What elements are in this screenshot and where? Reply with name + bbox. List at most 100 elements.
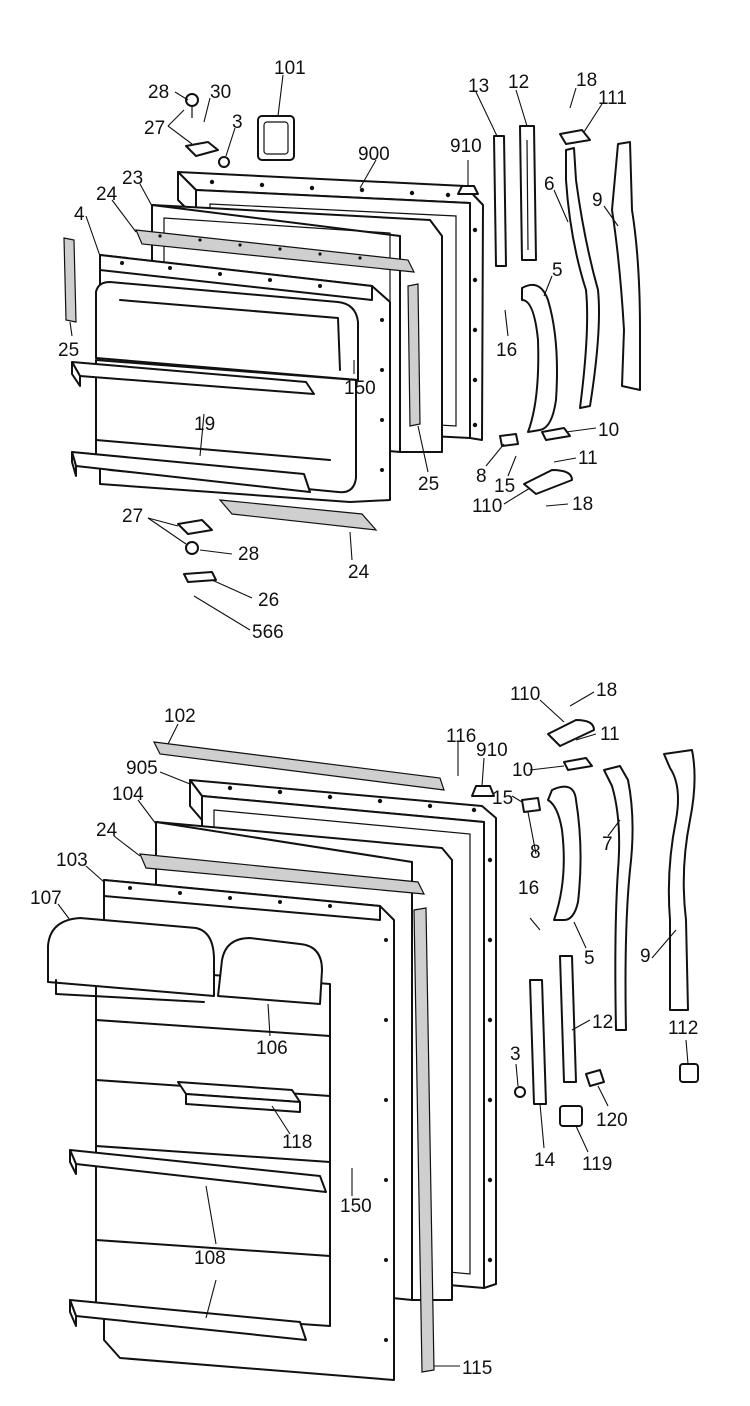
label-9: 9 xyxy=(640,946,651,967)
label-12: 12 xyxy=(592,1012,613,1033)
part-112-clip xyxy=(679,1063,699,1083)
label-5: 5 xyxy=(552,260,563,281)
label-900: 900 xyxy=(358,144,390,165)
part-7-handle-bar xyxy=(603,765,634,1031)
part-6-handle-bar xyxy=(565,147,600,409)
label-11: 11 xyxy=(600,724,620,745)
part-24-breaker-strip xyxy=(139,853,426,895)
label-27b: 27 xyxy=(122,506,143,527)
part-910-plug xyxy=(471,785,495,797)
label-115: 115 xyxy=(462,1358,492,1379)
part-118-egg-tray xyxy=(177,1081,301,1113)
bottom-door-assembly: 102 110 18 116 910 11 905 10 15 104 7 24… xyxy=(30,680,699,1381)
part-5-handle xyxy=(547,785,582,921)
label-150: 150 xyxy=(344,378,376,399)
label-110: 110 xyxy=(510,684,540,705)
part-110-end-cap-lower xyxy=(523,469,573,495)
part-910-plug-top xyxy=(457,185,479,195)
label-14: 14 xyxy=(534,1150,556,1171)
top-leader-lines xyxy=(69,74,619,631)
label-23: 23 xyxy=(122,168,143,189)
label-24: 24 xyxy=(96,820,118,841)
part-115-vertical-strip xyxy=(413,907,435,1373)
part-3-plug xyxy=(514,1086,526,1098)
label-110: 110 xyxy=(472,496,502,517)
part-110-end-cap xyxy=(547,719,595,747)
label-7: 7 xyxy=(602,834,613,855)
label-13: 13 xyxy=(468,76,489,97)
label-8: 8 xyxy=(476,466,487,487)
part-9-handle-trim xyxy=(611,141,641,391)
part-25-breaker-strip-side xyxy=(407,283,421,427)
label-108: 108 xyxy=(194,1248,226,1269)
label-19: 19 xyxy=(194,414,215,435)
label-106: 106 xyxy=(256,1038,288,1059)
label-120: 120 xyxy=(596,1110,628,1131)
label-16: 16 xyxy=(496,340,517,361)
label-118: 118 xyxy=(282,1132,312,1153)
part-8-mount xyxy=(499,433,519,447)
part-14-trim-strip xyxy=(529,979,547,1105)
label-119: 119 xyxy=(582,1154,612,1175)
label-18: 18 xyxy=(596,680,617,701)
part-10-end-cap xyxy=(563,757,593,771)
part-101-hinge-cover xyxy=(257,115,295,161)
label-24: 24 xyxy=(96,184,118,205)
label-3: 3 xyxy=(232,112,243,133)
label-3: 3 xyxy=(510,1044,521,1065)
part-103-inner-liner xyxy=(95,879,395,1381)
label-4: 4 xyxy=(74,204,85,225)
part-102-top-strip xyxy=(152,741,445,791)
part-12-hinge-strip xyxy=(559,955,577,1083)
label-28b: 28 xyxy=(238,544,259,565)
label-905: 905 xyxy=(126,758,158,779)
label-16: 16 xyxy=(518,878,539,899)
label-8: 8 xyxy=(530,842,541,863)
label-101: 101 xyxy=(274,58,306,79)
label-12: 12 xyxy=(508,72,529,93)
part-19-shelf-rails xyxy=(71,361,315,493)
part-8-mount xyxy=(521,797,541,813)
label-15: 15 xyxy=(494,476,515,497)
part-9-handle-trim xyxy=(663,749,696,1011)
part-106-compartment xyxy=(217,937,323,1005)
bottom-leader-lines xyxy=(57,691,689,1367)
label-104: 104 xyxy=(112,784,144,805)
label-6: 6 xyxy=(544,174,555,195)
part-120-screw xyxy=(585,1069,605,1087)
part-10-end-cap xyxy=(541,427,571,441)
bottom-part-labels: 102 110 18 116 910 11 905 10 15 104 7 24… xyxy=(30,680,698,1379)
label-107: 107 xyxy=(30,888,62,909)
label-18b: 18 xyxy=(572,494,593,515)
label-26: 26 xyxy=(258,590,279,611)
label-9: 9 xyxy=(592,190,603,211)
label-27: 27 xyxy=(144,118,165,139)
label-116: 116 xyxy=(446,726,476,747)
label-30: 30 xyxy=(210,82,231,103)
part-27-hinge-top xyxy=(185,93,230,168)
part-12-hinge-strip xyxy=(519,125,537,261)
top-part-labels: 28 30 101 27 3 900 910 13 12 18 111 23 2… xyxy=(58,58,627,643)
label-24b: 24 xyxy=(348,562,370,583)
label-15: 15 xyxy=(492,788,513,809)
part-25-left-strip xyxy=(63,237,77,323)
label-25: 25 xyxy=(58,340,79,361)
part-108-shelf-rails xyxy=(69,1149,327,1341)
label-111: 111 xyxy=(598,88,627,109)
part-111-handle-cap xyxy=(559,129,591,145)
label-910: 910 xyxy=(450,136,482,157)
part-24-breaker-strip-bottom xyxy=(218,499,378,531)
label-10: 10 xyxy=(598,420,619,441)
label-5: 5 xyxy=(584,948,595,969)
label-910: 910 xyxy=(476,740,508,761)
label-102: 102 xyxy=(164,706,196,727)
label-11: 11 xyxy=(578,448,598,469)
label-566: 566 xyxy=(252,622,284,643)
label-112: 112 xyxy=(668,1018,698,1039)
part-107-dairy-compartment xyxy=(47,917,215,1003)
label-18: 18 xyxy=(576,70,597,91)
part-119-bracket xyxy=(559,1105,583,1127)
label-103: 103 xyxy=(56,850,88,871)
part-27-hinge-bottom xyxy=(177,519,217,583)
